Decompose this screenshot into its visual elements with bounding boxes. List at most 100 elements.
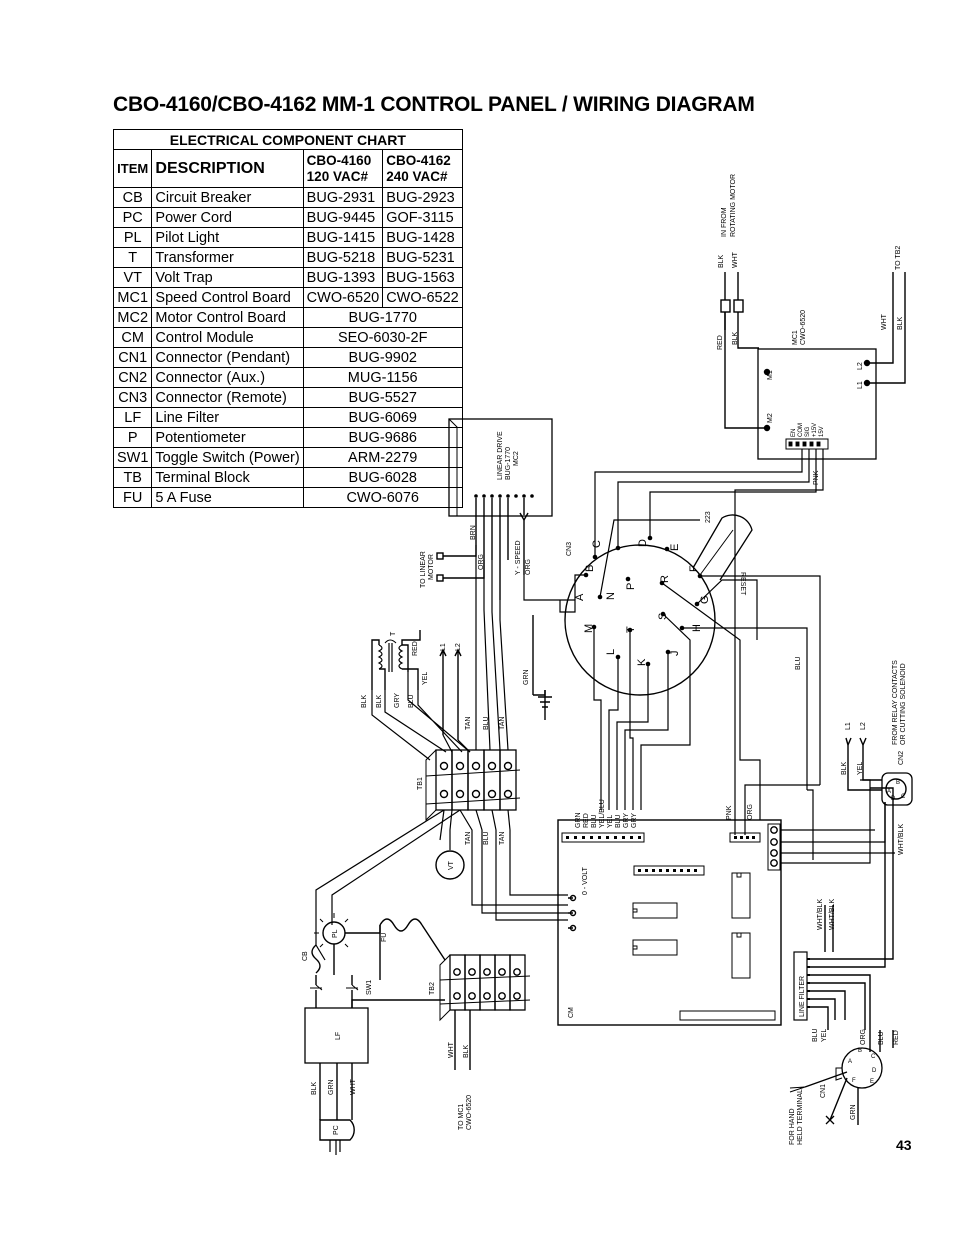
wire-label-yel-3: YEL	[821, 1029, 828, 1042]
wire-label-blu-3: BLU	[483, 831, 490, 845]
cn3-pin-m: M	[583, 624, 595, 633]
cn3-wiring	[523, 449, 821, 860]
wire-label-blu-8: BLU	[812, 1028, 819, 1042]
to-linear-motor-label: TO LINEAR	[420, 551, 427, 588]
from-relay-label-2: OR CUTTING SOLENOID	[900, 663, 907, 745]
cn3-pin-g: G	[699, 595, 711, 604]
item-code: PC	[112, 207, 153, 228]
wire-label-grn-4: GRN	[850, 1104, 857, 1120]
cn3-pin-d: D	[637, 539, 649, 547]
to-linear-motor-label-2: MOTOR	[428, 554, 435, 580]
transformer: T RED	[371, 630, 421, 690]
sw1-toggle-switch: SW1	[310, 975, 373, 1008]
wire-label-org-4: ORG	[860, 1029, 867, 1045]
wire-label-blk-5: BLK	[376, 694, 383, 708]
part-number: CWO-6076	[302, 487, 463, 508]
item-code: CN2	[112, 367, 153, 388]
item-code: PL	[112, 227, 153, 248]
part-number-240v: BUG-1428	[382, 227, 463, 248]
cn3-pin-t: T	[625, 626, 637, 633]
vt-label: VT	[448, 860, 455, 870]
sw1-label: SW1	[366, 980, 373, 995]
svg-text:C: C	[871, 1054, 876, 1060]
wire-label-brn: BRN	[470, 525, 477, 540]
tb1-terminal-block: TB1	[417, 749, 521, 822]
wire-label-blk-7: BLK	[463, 1044, 470, 1058]
wire-label-wht-blk: WHT/BLK	[817, 899, 824, 930]
svg-text:B: B	[896, 780, 900, 786]
svg-text:B: B	[858, 1048, 862, 1054]
tb1-bottom-wiring	[315, 809, 568, 961]
connector-223-label: 223	[705, 511, 712, 523]
svg-text:F: F	[852, 1078, 856, 1084]
pc-power-cord-plug: PC	[319, 1119, 355, 1155]
cn3-pin-c: C	[591, 540, 603, 548]
wire-label-blu-5: BLU	[615, 814, 622, 828]
wire-label-org-3: ORG	[747, 804, 754, 820]
mc1-pin-m1: M1	[767, 370, 774, 380]
mc1-part: CWO-6520	[800, 310, 807, 345]
mc1-pin-m2: M2	[767, 413, 774, 423]
mc1-pin-sig: SIG	[805, 426, 811, 437]
part-number-240v: BUG-1563	[382, 267, 463, 288]
to-mc1-label-2: CWO-6520	[466, 1095, 473, 1130]
wire-label-pnk: PNK	[726, 805, 733, 820]
part-number-120v: BUG-5218	[302, 247, 384, 268]
wire-label-blk: BLK	[718, 254, 725, 268]
pl-pilot-light: PL	[314, 913, 381, 975]
svg-text:C: C	[901, 794, 906, 800]
transformer-label: T	[390, 631, 397, 636]
l2-label-2: L2	[860, 722, 867, 730]
pc-label: PC	[333, 1125, 340, 1135]
tb1-label: TB1	[417, 777, 424, 790]
wire-label-blk-8: BLK	[841, 761, 848, 775]
cn3-pin-p: P	[625, 583, 637, 590]
page-title: CBO-4160/CBO-4162 MM-1 CONTROL PANEL / W…	[113, 93, 755, 116]
cm-label: CM	[568, 1007, 575, 1018]
l1-label-2: L1	[845, 722, 852, 730]
wire-label-blu: BLU	[408, 694, 415, 708]
svg-text:A: A	[887, 789, 891, 795]
svg-text:D: D	[872, 1068, 877, 1074]
item-description: Pilot Light	[151, 227, 304, 248]
cb-label: CB	[302, 951, 309, 961]
reset-label: RESET	[739, 572, 746, 596]
wire-label-wht-2: WHT	[881, 313, 888, 330]
ground: GRN	[523, 615, 552, 720]
wire-label-blk-2: BLK	[732, 331, 739, 345]
item-code: VT	[112, 267, 153, 288]
wire-label-gry-2: GRY	[623, 813, 630, 828]
item-code: CM	[112, 327, 153, 348]
item-description: Motor Control Board	[151, 307, 304, 328]
part-number: BUG-9686	[302, 427, 463, 448]
item-description: Toggle Switch (Power)	[151, 447, 304, 468]
wire-label-grn-2: GRN	[328, 1079, 335, 1095]
cn3-pin-r: R	[659, 575, 671, 583]
cn3-label: CN3	[566, 542, 573, 556]
tb2-label: TB2	[429, 982, 436, 995]
cn3-pin-f: F	[688, 565, 700, 572]
mc1-name: MC1	[792, 330, 799, 345]
mc1-speed-control-board: M1 M2 L2 L1 MC1 CWO-6520 EN COM SIG +15V…	[757, 310, 877, 460]
wire-label-org-2: ORG	[525, 559, 532, 575]
fu-fuse: FU	[379, 918, 446, 980]
part-number-240v: GOF-3115	[382, 207, 463, 228]
cn3-pin-n: N	[605, 592, 617, 600]
wire-label-gry-3: GRY	[631, 813, 638, 828]
cn3-pin-a: A	[574, 593, 586, 601]
mc1-pin-en: EN	[791, 429, 797, 437]
wire-label-blk-6: BLK	[311, 1081, 318, 1095]
chart-title: ELECTRICAL COMPONENT CHART	[113, 129, 463, 150]
wire-label-tan-3: TAN	[465, 832, 472, 845]
wire-label-gry: GRY	[394, 693, 401, 708]
cb-circuit-breaker: CB	[302, 944, 321, 974]
electrical-component-chart: ELECTRICAL COMPONENT CHART ITEM DESCRIPT…	[112, 129, 463, 508]
cn3-pin-l: L	[605, 649, 617, 655]
wire-label-red-2: RED	[412, 641, 419, 656]
